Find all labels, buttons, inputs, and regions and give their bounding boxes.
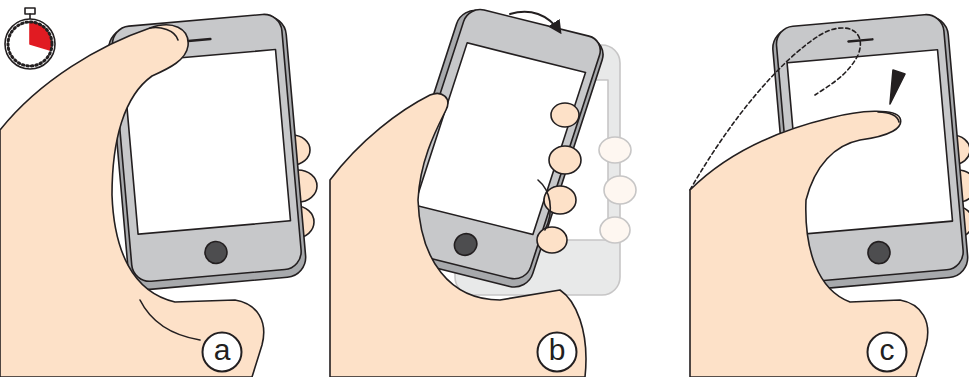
hand bbox=[690, 111, 928, 377]
panel-letter: b bbox=[549, 335, 566, 365]
letter-circle: c bbox=[866, 331, 908, 373]
panel-letter: c bbox=[880, 335, 895, 365]
panel-c bbox=[690, 13, 969, 377]
stopwatch-icon bbox=[5, 8, 55, 69]
panel-letter: a bbox=[214, 335, 231, 365]
panel-b bbox=[330, 5, 636, 377]
letter-circle: b bbox=[536, 331, 578, 373]
panel-a bbox=[0, 8, 317, 377]
letter-circle: a bbox=[201, 331, 243, 373]
rotation-arrow bbox=[510, 12, 560, 32]
hand bbox=[330, 93, 586, 377]
press-arrow bbox=[890, 70, 905, 104]
hand bbox=[0, 25, 264, 377]
